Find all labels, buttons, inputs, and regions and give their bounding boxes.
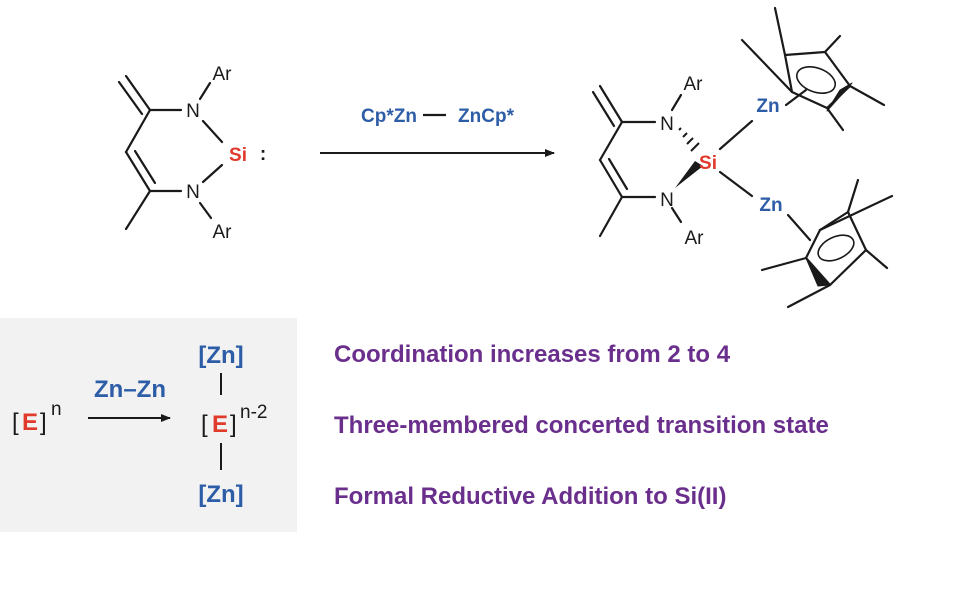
product-element: E xyxy=(212,411,228,438)
reactant-n-top-label: N xyxy=(186,101,200,122)
scheme-zn-bottom: [Zn] xyxy=(198,481,243,508)
start-charge: n xyxy=(51,399,62,420)
reactant-si-label: Si xyxy=(229,145,247,166)
product-bracket-close: ] xyxy=(230,411,237,438)
product-zn-bottom-label: Zn xyxy=(759,195,782,216)
product-ar-top-label: Ar xyxy=(684,74,704,95)
product-bracket-open: [ xyxy=(201,411,208,438)
note-transition-state: Three-membered concerted transition stat… xyxy=(334,412,829,439)
reactant-ar-top-label: Ar xyxy=(213,64,233,85)
start-element: E xyxy=(22,409,38,436)
reactant-ar-bottom-label: Ar xyxy=(213,222,233,243)
reactant-n-bottom-label: N xyxy=(186,182,200,203)
start-bracket-open: [ xyxy=(12,409,19,436)
product-zn-top-label: Zn xyxy=(756,96,779,117)
start-bracket-close: ] xyxy=(40,409,47,436)
scheme-panel xyxy=(0,318,297,532)
cp-star-top xyxy=(740,6,886,132)
product-charge: n-2 xyxy=(240,402,267,423)
scheme-zn-top: [Zn] xyxy=(198,342,243,369)
reagent-left-label: Cp*Zn xyxy=(361,106,417,127)
product-si-label: Si xyxy=(699,153,717,174)
note-reductive-addition: Formal Reductive Addition to Si(II) xyxy=(334,483,726,510)
product-n-top-label: N xyxy=(660,114,674,135)
product-n-bottom-label: N xyxy=(660,190,674,211)
product-solid-wedge xyxy=(675,161,703,188)
product-hashed-wedge xyxy=(678,127,700,152)
product-backbone xyxy=(591,84,812,242)
reactant-silylene xyxy=(117,74,224,231)
reagent-right-label: ZnCp* xyxy=(458,106,515,127)
note-coordination: Coordination increases from 2 to 4 xyxy=(334,341,731,368)
product-ar-bottom-label: Ar xyxy=(685,228,705,249)
cp-star-bottom xyxy=(760,178,894,309)
reactant-lone-pair: : xyxy=(260,144,266,165)
scheme-reagent: Zn–Zn xyxy=(94,376,166,403)
